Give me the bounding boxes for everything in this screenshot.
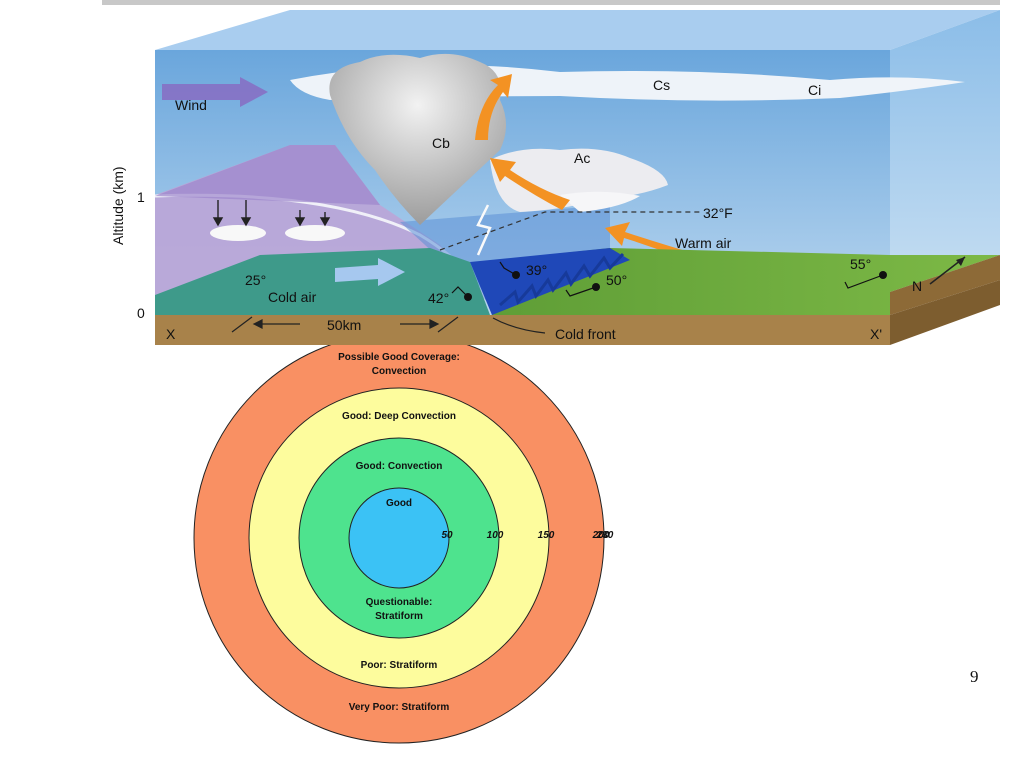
ring-third-bottom-label: Questionable: [366,597,433,608]
ring-second-bottom-label: Poor: Stratiform [361,660,438,671]
cloud-label-cs: Cs [653,77,670,93]
altocumulus-lower [560,191,640,212]
cold-front-pointer [492,317,546,334]
ring-third-bottom-label-2: Stratiform [375,611,423,622]
cumulonimbus-cloud [329,53,506,226]
cloud-label-cb: Cb [432,135,450,151]
soil-side-face [890,255,1000,315]
altitude-tick-0: 0 [137,305,145,321]
cold-air-label: Cold air [268,289,317,305]
range-tick-100: 100 [487,530,504,541]
range-tick-230: 230 [596,530,614,541]
cumulus-cloud-right [285,225,345,241]
ring-inner [348,487,450,589]
sky-side-face [890,10,1000,292]
cold-ground [155,248,490,315]
wind-label: Wind [175,97,207,113]
temp-cold-air: 25° [245,272,266,288]
station-warm [565,283,600,297]
rising-arrow-top [475,74,512,140]
range-tick-150: 150 [538,530,555,541]
station-front-east [499,261,520,279]
top-rule [102,0,1000,5]
freezing-line-label: 32°F [703,205,733,221]
temp-warm: 50° [606,272,627,288]
cold-front-teeth [499,252,625,307]
wind-arrow [162,77,268,107]
sinking-arrows [212,200,331,227]
cloud-label-ci: Ci [808,82,821,98]
station-front-west [451,286,472,301]
page-number: 9 [970,667,979,686]
lightning-bolt [476,204,492,256]
cloud-label-ac: Ac [574,150,590,166]
cold-front-cross-section: Wind 32°F [110,10,1000,345]
temp-front-east: 39° [526,262,547,278]
freezing-line [439,211,700,251]
altitude-tick-1: 1 [137,189,145,205]
rising-arrow-middle [490,158,570,210]
temp-far-east: 55° [850,256,871,272]
temp-front-west: 42° [428,290,449,306]
cold-air-top [155,145,380,205]
station-far-east [844,271,887,289]
ring-inner-label: Good [386,498,412,509]
range-tick-50: 50 [441,530,453,541]
cold-air-arrow [335,258,405,286]
range-tick-200: 200 [592,530,610,541]
altitude-axis-label: Altitude (km) [110,166,126,245]
soil-side-lower [890,280,1000,345]
endpoint-x-right: X' [870,326,882,342]
sky-top-face [155,10,1000,50]
cumulus-cloud-left [210,225,266,241]
north-arrowhead [956,257,965,266]
cold-front-label: Cold front [555,326,616,342]
distance-scale [231,316,459,333]
warm-air-label: Warm air [675,235,732,251]
ring-outer-bottom-label: Very Poor: Stratiform [349,702,450,713]
ring-third-top-label: Good: Convection [356,461,443,472]
distance-label: 50km [327,317,361,333]
ring-second-top-label: Good: Deep Convection [342,411,456,422]
north-label: N [912,278,922,294]
radar-coverage-rings: Possible Good Coverage: Convection Good:… [193,345,614,744]
endpoint-x-left: X [166,326,176,342]
soil-front-face [155,315,890,345]
ring-outer-top-label: Possible Good Coverage: [338,352,460,363]
ring-outer-top-label-2: Convection [372,366,426,377]
